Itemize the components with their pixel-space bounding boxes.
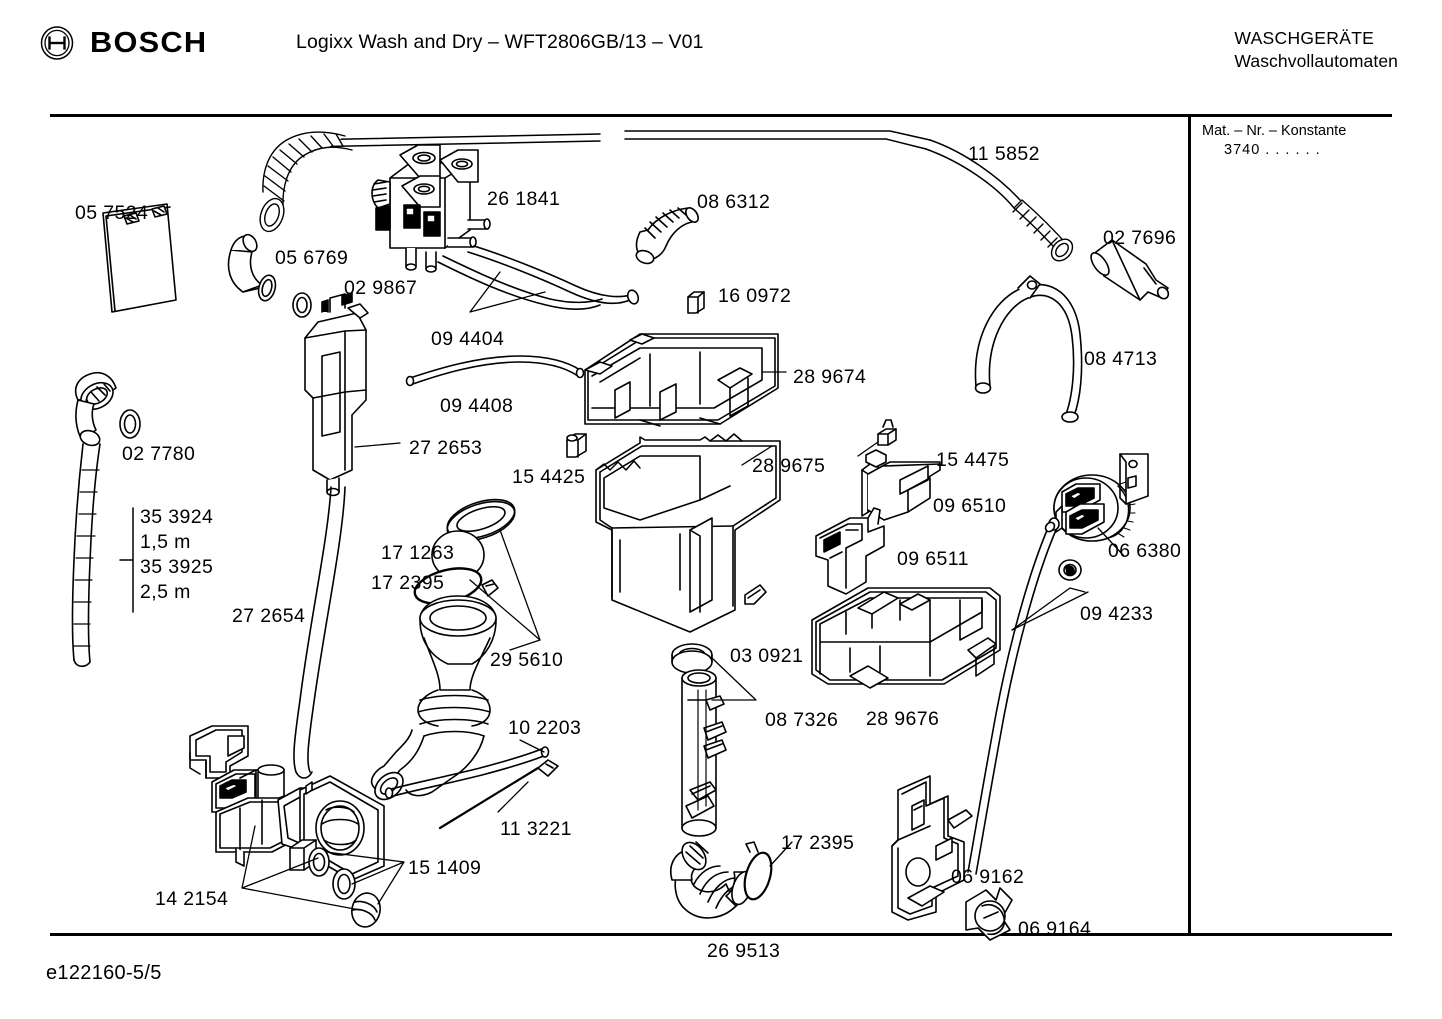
frame-right-divider	[1188, 114, 1191, 936]
part-label-08-7326: 08 7326	[765, 709, 839, 731]
part-label-10-2203: 10 2203	[508, 717, 582, 739]
part-label-09-4404: 09 4404	[431, 328, 505, 350]
part-label-06-9164: 06 9164	[1018, 918, 1092, 940]
bosch-logo: BOSCH	[40, 26, 206, 60]
part-label-15-4475: 15 4475	[936, 449, 1010, 471]
part-label-15-1409: 15 1409	[408, 857, 482, 879]
part-label-17-2395: 17 2395	[371, 572, 445, 594]
part-label-08-4713: 08 4713	[1084, 348, 1158, 370]
part-label-hose-lengths: 35 3924 1,5 m 35 3925 2,5 m	[140, 505, 213, 605]
department-line-2: Waschvollautomaten	[1234, 51, 1398, 71]
part-label-09-4233: 09 4233	[1080, 603, 1154, 625]
hose-length-line-3: 2,5 m	[140, 581, 191, 603]
part-label-28-9674: 28 9674	[793, 366, 867, 388]
frame-top-rule	[50, 114, 1392, 117]
hose-length-line-1: 1,5 m	[140, 531, 191, 553]
hose-length-line-2: 35 3925	[140, 556, 214, 578]
hose-length-line-0: 35 3924	[140, 506, 214, 528]
part-label-08-6312: 08 6312	[697, 191, 771, 213]
bosch-armature-icon	[40, 26, 74, 60]
part-label-11-3221: 11 3221	[500, 818, 572, 840]
part-label-06-9162: 06 9162	[951, 866, 1025, 888]
part-label-29-5610: 29 5610	[490, 649, 564, 671]
part-label-28-9675: 28 9675	[752, 455, 826, 477]
part-label-17-2395-lower: 17 2395	[781, 832, 855, 854]
department-line-1: WASCHGERÄTE	[1234, 28, 1375, 48]
mat-nr-konstante-block: Mat. – Nr. – Konstante 3740 . . . . . .	[1202, 122, 1346, 160]
part-label-09-6510: 09 6510	[933, 495, 1007, 517]
part-label-05-6769: 05 6769	[275, 247, 349, 269]
part-label-06-6380: 06 6380	[1108, 540, 1182, 562]
part-label-28-9676: 28 9676	[866, 708, 940, 730]
part-label-15-4425: 15 4425	[512, 466, 586, 488]
part-label-17-1263: 17 1263	[381, 542, 455, 564]
part-label-03-0921: 03 0921	[730, 645, 804, 667]
frame-bottom-rule	[50, 933, 1392, 936]
part-label-02-7780: 02 7780	[122, 443, 196, 465]
part-label-27-2654: 27 2654	[232, 605, 306, 627]
brand-wordmark: BOSCH	[90, 26, 208, 59]
department-block: WASCHGERÄTE Waschvollautomaten	[1234, 28, 1398, 72]
part-label-11-5852: 11 5852	[968, 143, 1040, 165]
part-label-09-4408: 09 4408	[440, 395, 514, 417]
part-label-27-2653: 27 2653	[409, 437, 483, 459]
part-label-26-9513: 26 9513	[707, 940, 781, 962]
part-label-05-7524: 05 7524	[75, 202, 149, 224]
document-id: e122160-5/5	[46, 962, 162, 984]
part-label-14-2154: 14 2154	[155, 888, 229, 910]
part-label-09-6511: 09 6511	[897, 548, 969, 570]
page-title: Logixx Wash and Dry – WFT2806GB/13 – V01	[296, 31, 704, 53]
mat-nr-value: 3740 . . . . . .	[1224, 142, 1321, 158]
mat-nr-label: Mat. – Nr. – Konstante	[1202, 123, 1347, 139]
part-label-02-9867: 02 9867	[344, 277, 418, 299]
part-label-02-7696: 02 7696	[1103, 227, 1177, 249]
part-label-16-0972: 16 0972	[718, 285, 792, 307]
part-label-26-1841: 26 1841	[487, 188, 561, 210]
